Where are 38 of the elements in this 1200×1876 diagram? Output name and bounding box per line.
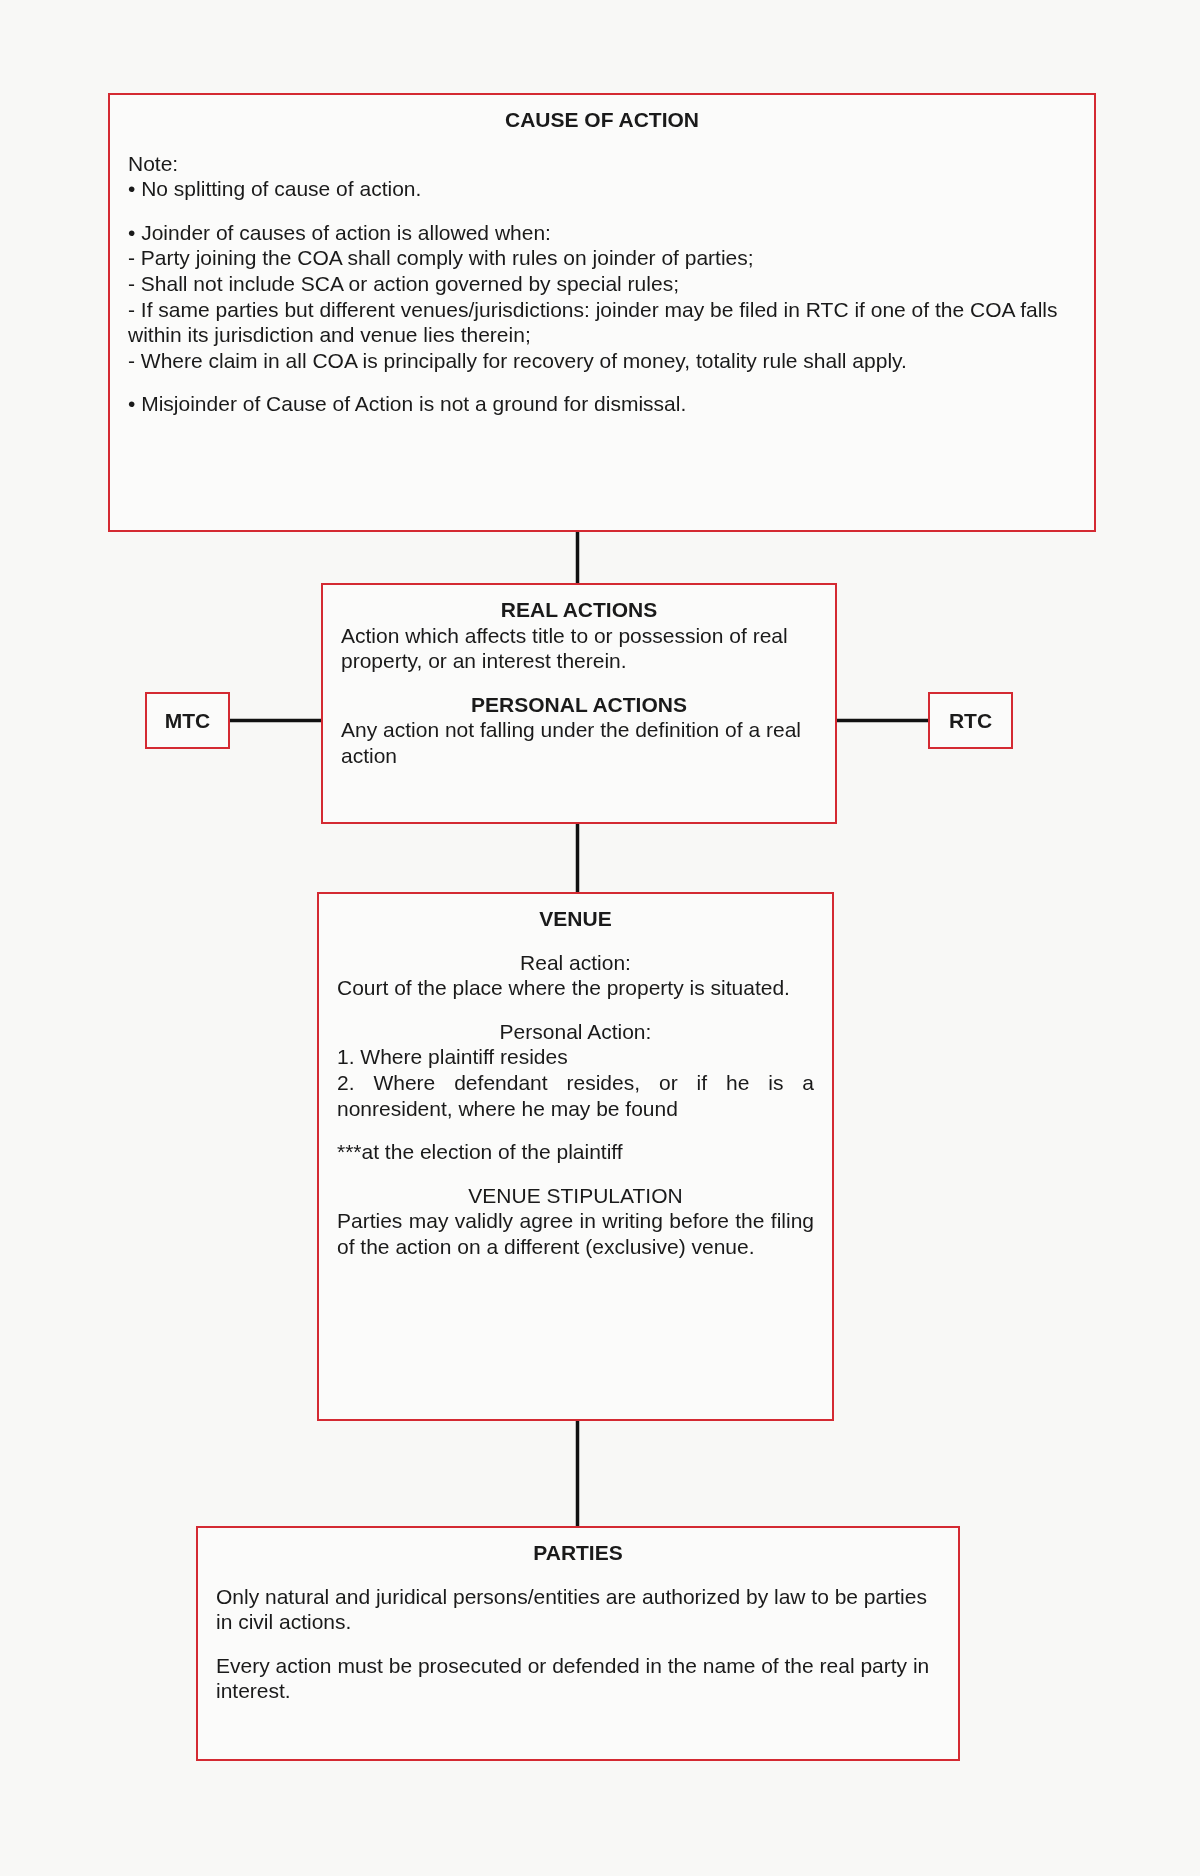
box-text: Real action: (519, 949, 632, 976)
box-heading: RTC (948, 707, 993, 734)
box-text: - If same parties but different venues/jurisdictions: joinder may be filed in RTC if one of the COA falls within its jurisdiction and venue lies therein; (128, 296, 1059, 348)
connector-line (575, 824, 580, 892)
box-heading: PARTIES (532, 1540, 624, 1566)
box-text: 1. Where plaintiff resides (337, 1044, 569, 1071)
box-text: - Where claim in all COA is principally for recovery of money, totality rule shall apply. (128, 347, 908, 374)
box-heading: VENUE (538, 906, 613, 932)
connector-line (575, 532, 580, 583)
box-text: Every action must be prosecuted or defended in the name of the real party in interest. (216, 1652, 931, 1705)
box-text: • Joinder of causes of action is allowed when: (128, 219, 552, 246)
connector-line (230, 718, 321, 723)
box-text: ***at the election of the plaintiff (337, 1139, 624, 1165)
box-text: - Shall not include SCA or action governed by special rules; (128, 271, 680, 297)
box-text: Court of the place where the property is situated. (337, 975, 791, 1001)
box-heading: REAL ACTIONS (499, 597, 659, 623)
box-text: Personal Action: (498, 1018, 653, 1045)
box-heading: MTC (164, 707, 211, 734)
connector-line (837, 718, 928, 723)
box-text: Only natural and juridical persons/entities are authorized by law to be parties in civil actions. (216, 1583, 928, 1635)
box-text: 2. Where defendant resides, or if he is a nonresident, where he may be found (337, 1070, 814, 1122)
box-text: Any action not falling under the definition of a real action (341, 717, 802, 769)
process-box (321, 583, 837, 824)
box-text: Note: (128, 150, 180, 177)
process-box (108, 93, 1096, 532)
box-text: VENUE STIPULATION (467, 1182, 684, 1209)
process-box (317, 892, 834, 1421)
box-heading: PERSONAL ACTIONS (470, 691, 688, 718)
box-text: • Misjoinder of Cause of Action is not a ground for dismissal. (128, 391, 688, 418)
box-text: - Party joining the COA shall comply with rules on joinder of parties; (128, 245, 755, 272)
box-text: • No splitting of cause of action. (128, 176, 423, 202)
connector-line (575, 1421, 580, 1526)
box-heading: CAUSE OF ACTION (503, 107, 701, 133)
box-text: Action which affects title to or possession of real property, or an interest therein. (341, 622, 789, 674)
process-box (196, 1526, 960, 1761)
process-box (928, 692, 1013, 749)
process-box (145, 692, 230, 749)
box-text: Parties may validly agree in writing before the filing of the action on a different (exclusive) venue. (337, 1208, 814, 1260)
